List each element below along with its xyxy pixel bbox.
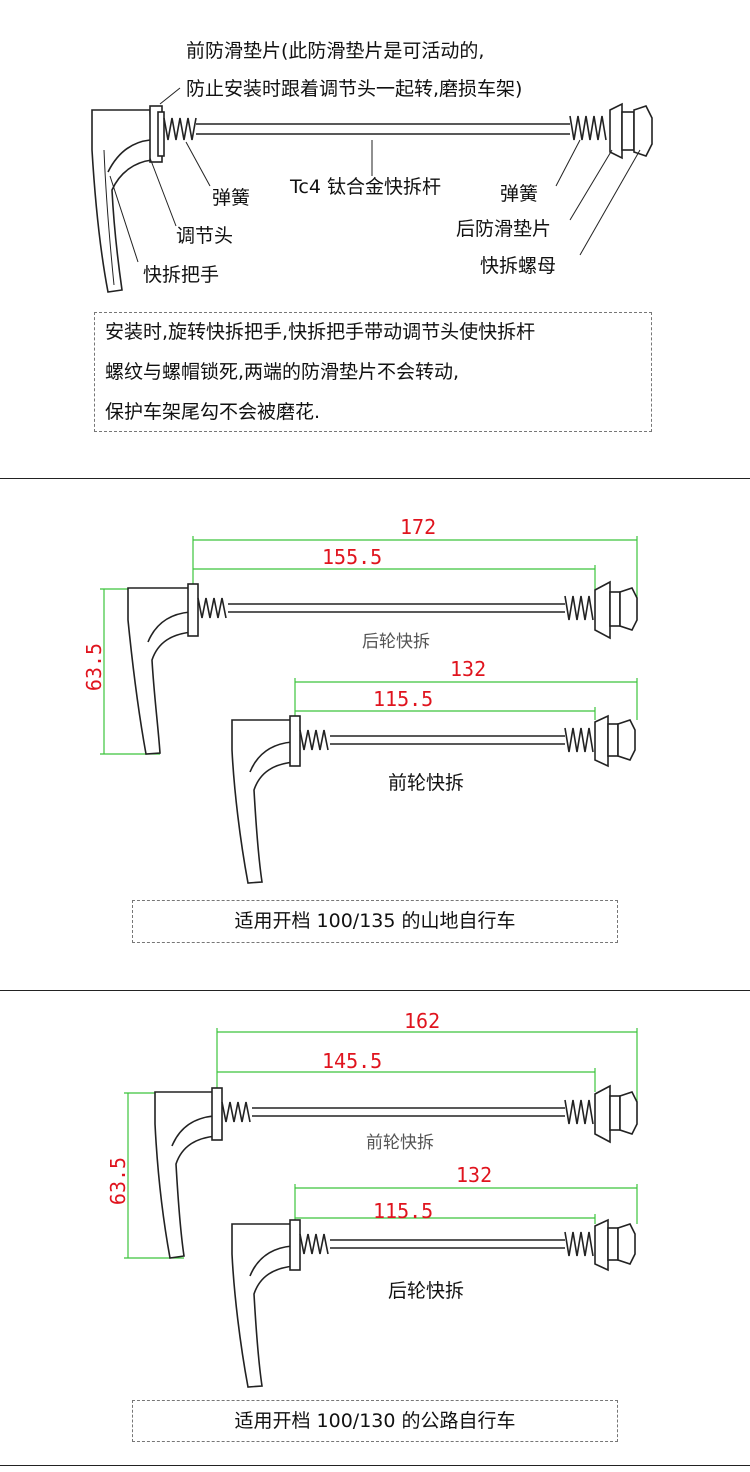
dim-total-upper: 172 xyxy=(400,515,437,539)
section-divider xyxy=(0,1465,750,1466)
label-handle: 快拆把手 xyxy=(143,264,220,286)
dim-total-upper: 162 xyxy=(404,1009,441,1033)
dim-inner-upper: 145.5 xyxy=(322,1049,383,1073)
section-divider xyxy=(0,990,750,991)
dim-inner-lower: 115.5 xyxy=(373,687,434,711)
label-front-pad-line1: 前防滑垫片(此防滑垫片是可活动的, xyxy=(186,40,485,62)
label-adjust-head: 调节头 xyxy=(176,225,234,247)
label-nut: 快拆螺母 xyxy=(480,255,557,277)
road-skewer-drawing xyxy=(124,1028,638,1388)
label-lower-skewer-name: 前轮快拆 xyxy=(388,772,465,794)
section-divider xyxy=(0,478,750,479)
dim-total-lower: 132 xyxy=(450,657,487,681)
label-upper-skewer-name: 后轮快拆 xyxy=(362,632,430,652)
note-line: 螺纹与螺帽锁死,两端的防滑垫片不会转动, xyxy=(105,361,460,383)
note-line: 保护车架尾勾不会被磨花. xyxy=(105,401,321,423)
label-spring-right: 弹簧 xyxy=(500,183,539,205)
label-lower-skewer-name: 后轮快拆 xyxy=(388,1280,465,1302)
dim-inner-upper: 155.5 xyxy=(322,545,383,569)
dim-handle-height: 63.5 xyxy=(82,642,107,692)
road-caption: 适用开档 100/130 的公路自行车 xyxy=(132,1400,618,1442)
installation-note: 安装时,旋转快拆把手,快拆把手带动调节头使快拆杆 螺纹与螺帽锁死,两端的防滑垫片… xyxy=(94,312,652,432)
dim-total-lower: 132 xyxy=(456,1163,493,1187)
skewer-component-drawing xyxy=(91,87,653,293)
label-front-pad-line2: 防止安装时跟着调节头一起转,磨损车架) xyxy=(186,78,523,100)
note-line: 安装时,旋转快拆把手,快拆把手带动调节头使快拆杆 xyxy=(105,321,536,343)
label-spring-left: 弹簧 xyxy=(212,187,251,209)
label-upper-skewer-name: 前轮快拆 xyxy=(366,1133,434,1153)
label-rod: Tc4 钛合金快拆杆 xyxy=(290,176,441,198)
dim-handle-height: 63.5 xyxy=(106,1156,131,1206)
label-rear-pad: 后防滑垫片 xyxy=(456,218,552,240)
dim-inner-lower: 115.5 xyxy=(373,1199,434,1223)
mtb-caption: 适用开档 100/135 的山地自行车 xyxy=(132,900,618,943)
mtb-skewer-drawing xyxy=(100,536,638,884)
